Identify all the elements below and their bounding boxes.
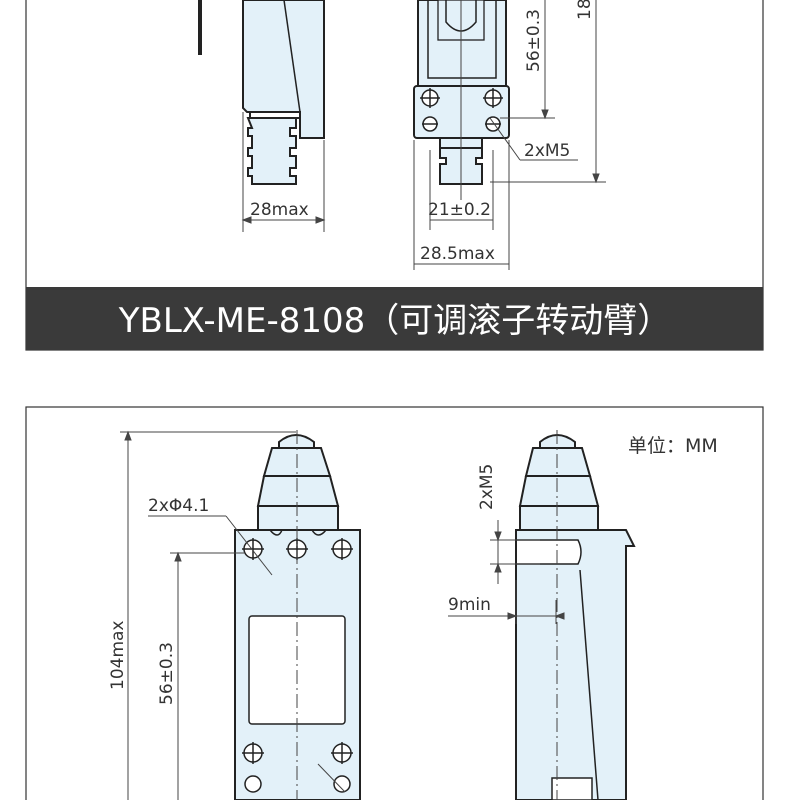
bottom-dim-56-label: 56±0.3 bbox=[157, 642, 177, 705]
top-dim-21-label: 21±0.2 bbox=[428, 200, 491, 220]
top-dim-2xm5-label: 2xM5 bbox=[524, 141, 570, 161]
bottom-dim-lines-right bbox=[448, 520, 565, 624]
bottom-dim-104max-label: 104max bbox=[108, 621, 128, 691]
top-dim-28-5max-label: 28.5max bbox=[420, 244, 495, 264]
top-dim-lines bbox=[413, 0, 606, 270]
top-drawing-panel: 28max 21±0.2 28.5max 2xM5 56±0.3 1 bbox=[25, 0, 764, 351]
title-bar bbox=[26, 287, 763, 350]
bottom-frame bbox=[25, 406, 764, 800]
bottom-front-holes bbox=[242, 538, 353, 793]
bottom-m5-leader bbox=[317, 763, 346, 793]
top-dim-18-label: 18 bbox=[575, 0, 595, 20]
top-dim-28max-label: 28max bbox=[250, 200, 309, 220]
bottom-dim-2xm5-label: 2xM5 bbox=[477, 464, 497, 510]
bottom-side-view bbox=[515, 434, 636, 800]
bottom-dim-9min-label: 9min bbox=[448, 595, 491, 615]
top-side-view bbox=[198, 0, 325, 185]
top-dim-28max bbox=[241, 112, 326, 232]
unit-label: 单位：MM bbox=[628, 435, 718, 457]
title-bar-text: YBLX-ME-8108（可调滚子转动臂） bbox=[118, 301, 672, 341]
top-front-holes bbox=[420, 88, 503, 132]
bottom-drawing-panel: 单位：MM 2xΦ4.1 104max 56±0.3 bbox=[25, 406, 764, 800]
bottom-dim-lines-left bbox=[120, 430, 296, 800]
bottom-dim-2xphi-label: 2xΦ4.1 bbox=[148, 496, 209, 516]
top-dim-56-label: 56±0.3 bbox=[524, 9, 544, 72]
